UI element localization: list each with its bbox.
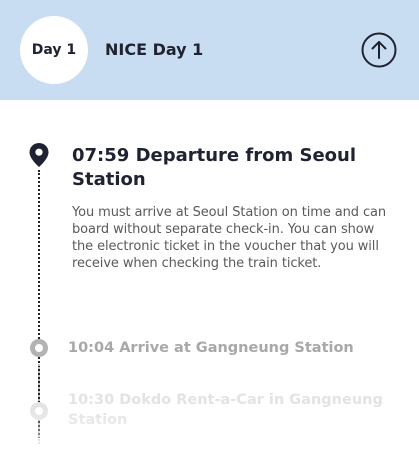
timeline: 07:59 Departure from Seoul Station You m… — [0, 100, 419, 460]
step-description: You must arrive at Seoul Station on time… — [72, 205, 387, 271]
day-badge: Day 1 — [20, 16, 88, 84]
circle-dot-icon — [30, 339, 48, 357]
fade-overlay — [0, 410, 419, 460]
day-title: NICE Day 1 — [105, 40, 204, 59]
collapse-button[interactable] — [361, 32, 397, 68]
step-title: 10:04 Arrive at Gangneung Station — [68, 340, 354, 356]
location-pin-icon — [29, 143, 49, 167]
timeline-line — [38, 170, 40, 438]
step-title: 07:59 Departure from Seoul Station — [72, 145, 357, 190]
arrow-up-circle-icon — [361, 32, 397, 68]
day-header: Day 1 NICE Day 1 — [0, 0, 419, 100]
